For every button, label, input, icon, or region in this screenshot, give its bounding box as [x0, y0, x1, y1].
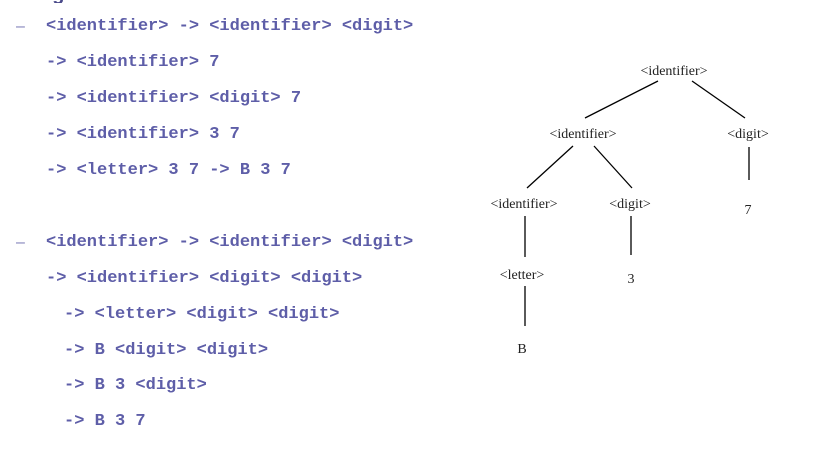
- tree-leaf-7: 7: [745, 203, 752, 218]
- derivation2-line-5: -> B 3 <digit>: [64, 376, 207, 395]
- tree-node-mid-left: <identifier>: [490, 197, 557, 212]
- tree-node-mid-right: <digit>: [609, 197, 651, 212]
- derivation1-line-1: <identifier> -> <identifier> <digit>: [46, 17, 414, 36]
- tree-node-root-left: <identifier>: [549, 127, 616, 142]
- tree-edge-root-right: [691, 80, 746, 119]
- derivation2-line-2: -> <identifier> <digit> <digit>: [46, 269, 363, 288]
- derivation2-bullet: –: [16, 234, 25, 251]
- derivation1-line-4: -> <identifier> 3 7: [46, 125, 240, 144]
- tree-edge-root-left: [584, 80, 659, 119]
- derivation2-line-3: -> <letter> <digit> <digit>: [64, 305, 340, 324]
- tree-leaf-B: B: [517, 342, 526, 357]
- tree-node-root-right: <digit>: [727, 127, 769, 142]
- derivation2-line-6: -> B 3 7: [64, 412, 146, 431]
- derivation1-line-5: -> <letter> 3 7 -> B 3 7: [46, 161, 291, 180]
- heading-fragment: ng: [40, 0, 440, 3]
- tree-edge-identifier-left: [526, 145, 574, 189]
- derivation1-bullet: –: [16, 18, 25, 35]
- derivation2-line-1: <identifier> -> <identifier> <digit>: [46, 233, 414, 252]
- derivation1-line-2: -> <identifier> 7: [46, 53, 220, 72]
- tree-edge-identifier-right: [593, 145, 633, 189]
- derivation1-line-3: -> <identifier> <digit> 7: [46, 89, 302, 108]
- tree-leaf-3: 3: [628, 272, 635, 287]
- tree-node-letter: <letter>: [500, 268, 545, 283]
- derivation2-line-4: -> B <digit> <digit>: [64, 341, 269, 360]
- cut-off-heading: ng: [40, 0, 440, 3]
- tree-node-root: <identifier>: [640, 64, 707, 79]
